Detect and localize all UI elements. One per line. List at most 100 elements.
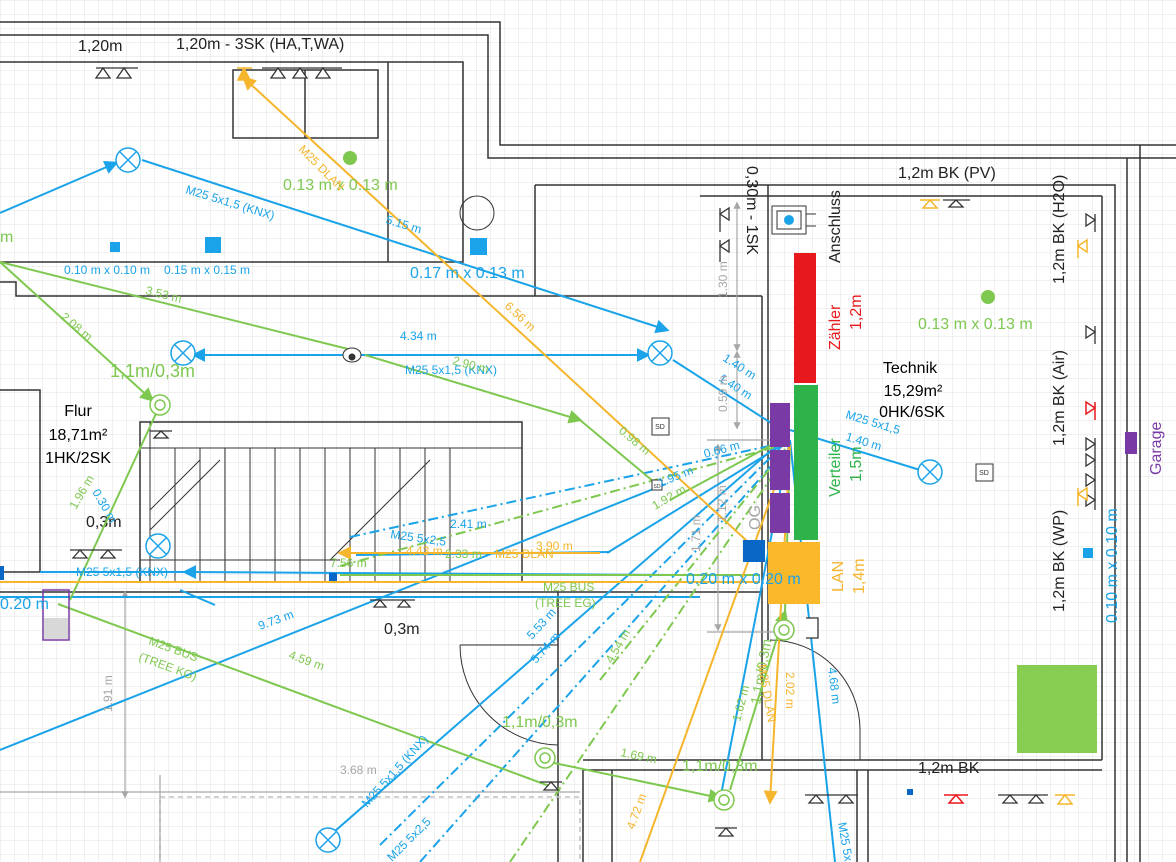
vent-6: 0.20 m x 0.20 m	[686, 571, 801, 588]
height-label-a: 1,1m/0,3m	[110, 361, 195, 381]
garage-label: Garage	[1148, 422, 1165, 475]
zaehler-label: Zähler	[827, 304, 844, 350]
socket-symbols-orange	[236, 66, 1088, 805]
og-gray-label: OG	[747, 505, 764, 530]
light-icon	[917, 459, 943, 485]
vent-8: 0.20 m	[0, 596, 49, 613]
top-sk-label: 1,20m - 3SK (HA,T,WA)	[176, 36, 344, 53]
eg-panel	[770, 493, 790, 533]
cable-knx-mid: M25 5x1,5 (KNX)	[405, 363, 497, 377]
knx-dashed	[349, 442, 788, 862]
room-technik-area: 15,29m²	[884, 383, 943, 400]
socket-icon	[370, 599, 415, 608]
blue-vent-squares	[0, 237, 1093, 581]
top-height-label: 1,20m	[78, 38, 122, 55]
sk-bottom-height: 0,3m	[384, 621, 420, 638]
measure: 3.90 m	[536, 539, 573, 553]
anschluss-icon	[771, 205, 816, 235]
vent-1: 0.13 m x 0.13 m	[283, 177, 398, 194]
room-flur-area: 18,71m²	[49, 427, 108, 444]
socket-icon	[70, 549, 122, 559]
socket-icon	[998, 794, 1048, 804]
socket-icon	[1055, 793, 1075, 805]
og-panel	[770, 450, 790, 490]
kg-label: KG	[803, 413, 820, 436]
vent-3: 0.17 m x 0.13 m	[410, 265, 525, 282]
measure: 7.56 m	[330, 556, 367, 570]
height-label-c: 1,1m/0,3m	[682, 758, 758, 775]
motion-sensors	[149, 394, 795, 811]
stair-treads	[140, 422, 522, 582]
sensor-icon	[534, 747, 556, 769]
garage-green-block	[1017, 665, 1097, 753]
measure: 4.68 m	[825, 667, 843, 705]
anschluss-label: Anschluss	[827, 190, 844, 263]
pv-socket-label: 1,2m BK (PV)	[898, 165, 996, 182]
lan-height: 1,4m	[851, 558, 868, 594]
socket-icon	[236, 66, 252, 81]
height-label-b: 1,1m/0,3m	[502, 714, 578, 731]
equipment	[42, 253, 1137, 753]
blue-dot	[907, 789, 913, 795]
blue-box	[743, 540, 765, 562]
socket-icon	[1076, 486, 1088, 506]
lan-box	[768, 542, 820, 604]
measure: 1.91 m	[101, 675, 115, 712]
socket-icon	[1085, 212, 1097, 232]
socket-icon	[150, 430, 172, 439]
socket-icon	[920, 198, 940, 209]
h2o-label: 1,2m BK (H2O)	[1051, 175, 1068, 284]
door-swings	[459, 195, 861, 760]
green-vent-dots	[343, 151, 995, 304]
sk-tech-label: 0,30m - 1SK	[743, 166, 760, 255]
measure: 0.59 m	[716, 375, 730, 412]
knx-cables	[0, 159, 921, 862]
verteiler-height: 1,5m	[848, 446, 865, 482]
height-label-partial: m	[0, 229, 13, 246]
measure: 2.33 m	[445, 547, 482, 561]
socket-icon	[540, 781, 562, 791]
og-label: OG	[803, 460, 820, 485]
measure: 2.41 m	[450, 517, 487, 531]
camera-icon	[342, 347, 362, 363]
garage-marker	[1125, 432, 1137, 454]
socket-symbols-red	[944, 400, 1097, 804]
ceiling-lights	[115, 147, 943, 853]
verteiler-label: Verteiler	[827, 438, 844, 497]
socket-icon	[944, 793, 968, 804]
bottom-bk-label: 1,2m BK	[918, 760, 980, 777]
sensor-icon	[149, 394, 171, 416]
purple-cell	[42, 589, 70, 641]
vent-5: 0.15 m x 0.15 m	[164, 263, 250, 277]
sd-2: SD	[979, 470, 989, 477]
socket-icon	[1085, 400, 1097, 420]
sk-flur-height: 0,3m	[86, 514, 122, 531]
socket-icon	[1076, 238, 1088, 258]
light-icon	[315, 827, 341, 853]
kg-panel	[770, 403, 790, 447]
room-flur-detail: 1HK/2SK	[45, 450, 111, 467]
measure: 2.02 m	[783, 672, 797, 709]
socket-icon	[1085, 436, 1097, 510]
room-technik-name: Technik	[883, 360, 938, 377]
bus-dashed	[339, 444, 791, 862]
measure: 1.30 m	[716, 261, 730, 298]
socket-icon	[718, 206, 730, 232]
light-icon	[170, 340, 196, 366]
lan-label: LAN	[830, 561, 847, 592]
equipment-labels: Zähler 1,2m Verteiler 1,5m LAN 1,4m KG O…	[747, 294, 1165, 594]
eg-label: EG	[803, 510, 820, 533]
socket-icon	[715, 827, 737, 837]
socket-icon	[943, 199, 970, 208]
light-icon	[115, 147, 141, 173]
socket-icon	[718, 238, 730, 262]
vent-4: 0.10 m x 0.10 m	[64, 263, 150, 277]
cable-knx-left: M25 5x1,5 (KNX)	[76, 565, 168, 579]
zaehler-height: 1,2m	[848, 294, 865, 330]
socket-icon	[1085, 324, 1097, 344]
cable-knx-right: M25 5x	[835, 821, 856, 862]
cable-bus-eg-1: M25 BUS	[543, 580, 594, 594]
vent-2: 0.13 m x 0.13 m	[918, 316, 1033, 333]
